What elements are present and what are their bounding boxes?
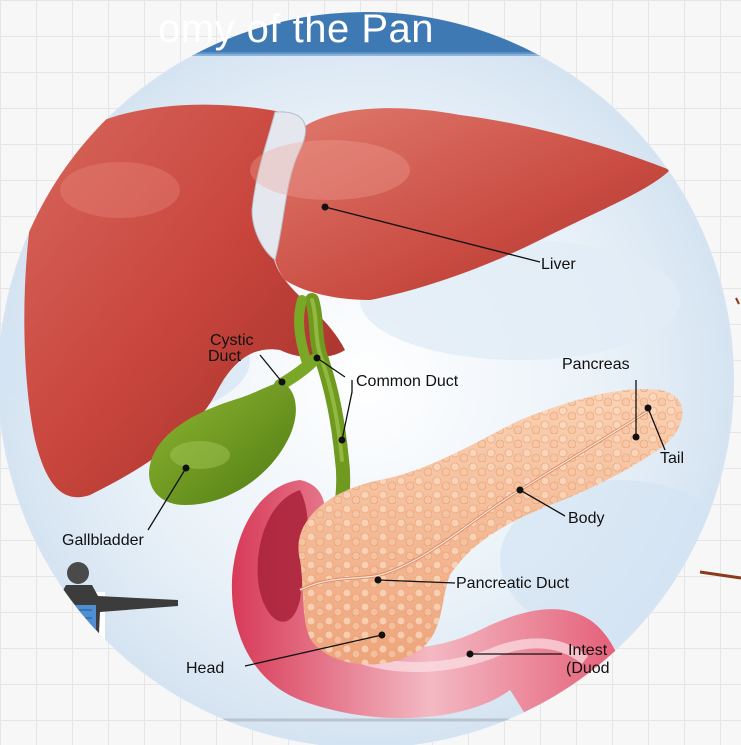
- label-body: Body: [568, 510, 604, 528]
- label-head: Head: [186, 660, 224, 678]
- label-intestine-line2: (Duod: [566, 660, 644, 678]
- label-tail: Tail: [660, 450, 684, 468]
- page-title: omy of the Pan: [158, 4, 538, 54]
- label-liver: Liver: [541, 256, 576, 274]
- label-pancreas: Pancreas: [562, 356, 630, 374]
- label-common-duct: Common Duct: [356, 373, 458, 391]
- label-pancreatic-duct: Pancreatic Duct: [456, 575, 569, 593]
- label-gallbladder: Gallbladder: [62, 532, 144, 550]
- label-intestine-line1: Intest: [568, 642, 648, 660]
- label-cystic-duct-line2: Duct: [208, 348, 241, 366]
